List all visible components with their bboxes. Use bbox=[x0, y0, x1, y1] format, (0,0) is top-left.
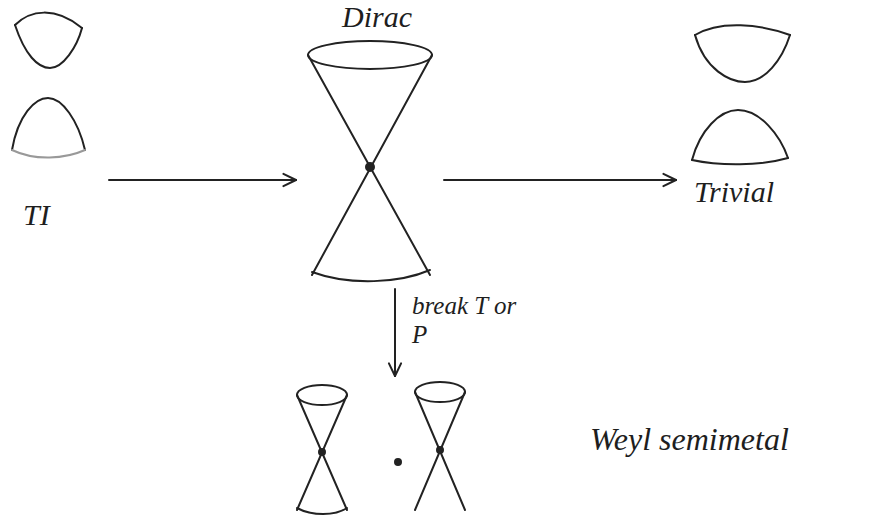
phase-label: Weyl semimetal bbox=[590, 422, 789, 457]
edge-label: break T or P bbox=[412, 292, 532, 350]
weyl-cones bbox=[297, 382, 465, 514]
trivial-bands bbox=[692, 25, 790, 164]
ti-bands bbox=[12, 13, 85, 158]
phase-label: Dirac bbox=[342, 0, 412, 33]
transition-arrow bbox=[389, 289, 401, 376]
dirac-cone bbox=[308, 41, 432, 281]
phase-node: Trivial bbox=[680, 15, 805, 215]
phase-label: TI bbox=[23, 198, 50, 231]
phase-label: Trivial bbox=[694, 175, 774, 208]
phase-node: TI bbox=[5, 0, 105, 240]
phase-node: Weyl semimetal bbox=[280, 380, 880, 525]
transition-arrow bbox=[109, 174, 296, 186]
transition-arrow bbox=[444, 174, 676, 186]
phase-node: Dirac bbox=[300, 0, 440, 285]
